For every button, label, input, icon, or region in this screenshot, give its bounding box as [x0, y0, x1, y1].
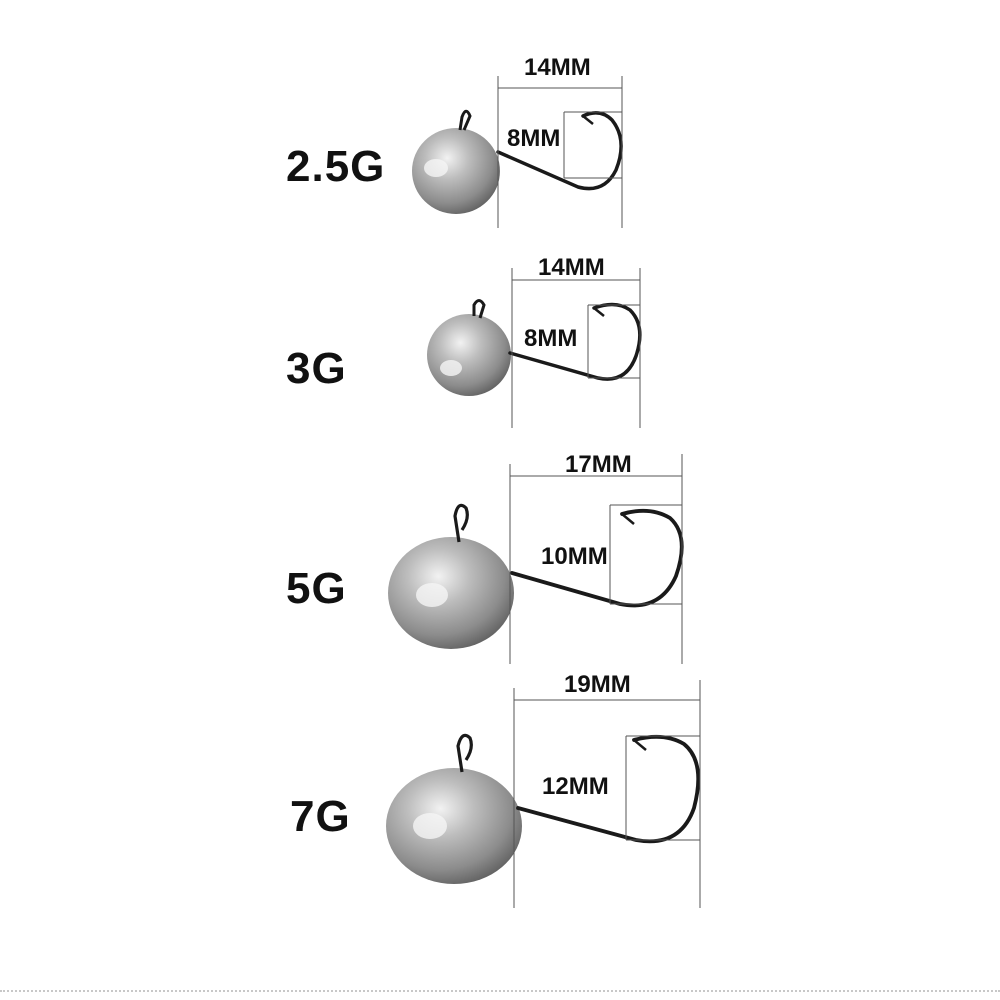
gap-label-5g: 10MM	[541, 543, 608, 570]
width-label-7g: 19MM	[564, 671, 631, 698]
gap-label-2-5g: 8MM	[507, 125, 561, 152]
lead-highlight	[416, 583, 448, 607]
hook-barb	[582, 115, 594, 125]
hook-shank-and-bend	[516, 734, 701, 844]
width-label-2-5g: 14MM	[524, 54, 591, 81]
lead-highlight	[440, 360, 462, 376]
dimension-lines-7g	[513, 680, 701, 908]
dimension-lines-3g	[511, 268, 641, 428]
dimension-lines-5g	[509, 454, 683, 664]
lead-highlight	[413, 813, 447, 839]
lead-head	[386, 768, 522, 884]
hook-barb	[621, 513, 635, 525]
jig-head-7g	[386, 733, 701, 884]
weight-label-2-5g: 2.5G	[286, 142, 386, 191]
lead-highlight	[424, 159, 448, 177]
gap-label-7g: 12MM	[542, 773, 609, 800]
jig-head-2-5g	[412, 109, 623, 214]
hook-eye	[456, 733, 473, 773]
weight-label-5g: 5G	[286, 564, 347, 613]
hook-eye	[458, 109, 472, 131]
jig-head-5g	[388, 503, 684, 649]
hook-shank-and-bend	[496, 111, 623, 191]
weight-label-7g: 7G	[290, 792, 351, 841]
dimension-lines-2-5g	[497, 76, 623, 228]
hook-eye	[472, 299, 486, 319]
lead-head	[388, 537, 514, 649]
hook-barb	[633, 739, 647, 751]
width-label-3g: 14MM	[538, 254, 605, 281]
width-label-5g: 17MM	[565, 451, 632, 478]
hook-barb	[593, 307, 605, 317]
bottom-dotted-divider	[0, 990, 1000, 992]
weight-label-3g: 3G	[286, 344, 347, 393]
lead-head	[412, 128, 500, 214]
lead-head	[427, 314, 511, 396]
hook-eye	[453, 503, 469, 543]
gap-label-3g: 8MM	[524, 325, 578, 352]
